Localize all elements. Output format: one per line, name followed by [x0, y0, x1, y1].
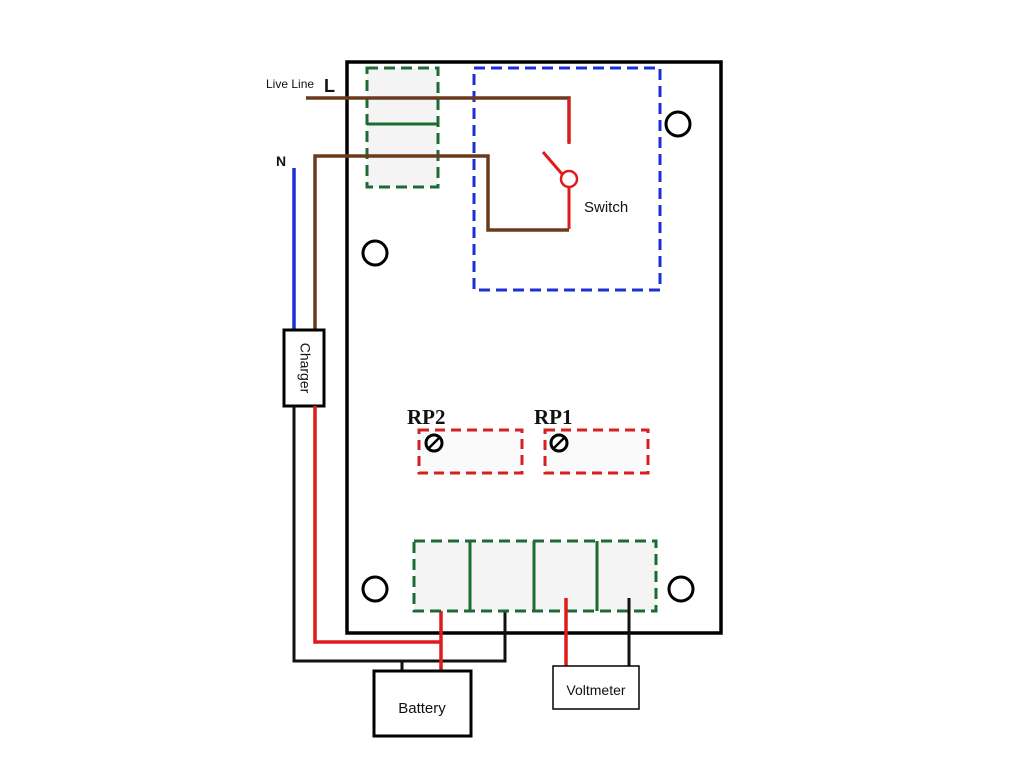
potentiometer-rp2 — [417, 428, 524, 475]
mounting-hole-left — [361, 239, 389, 267]
battery-box — [372, 669, 473, 738]
charger-positive-wire — [313, 406, 441, 644]
mounting-hole-top-right — [664, 110, 692, 138]
bottom-terminal-block — [412, 539, 658, 613]
switch-symbol — [541, 98, 579, 229]
charger-box — [282, 328, 326, 408]
voltmeter-box — [552, 665, 640, 710]
charger-negative-wire — [292, 406, 507, 663]
switch-region — [472, 66, 662, 292]
circuit-board — [345, 60, 723, 635]
potentiometer-rp1 — [543, 428, 650, 475]
mounting-hole-bottom-right — [667, 575, 695, 603]
live-line-label: Live Line — [266, 77, 314, 91]
mounting-hole-bottom-left — [361, 575, 389, 603]
charger-feed-wire — [313, 154, 569, 330]
voltmeter-label: Voltmeter — [566, 682, 625, 698]
rp1-label: RP1 — [534, 405, 573, 429]
switch-label: Switch — [584, 199, 628, 216]
battery-label: Battery — [398, 700, 446, 717]
rp2-label: RP2 — [407, 405, 446, 429]
top-terminal-block — [365, 66, 440, 189]
live-letter-label: L — [324, 76, 335, 96]
neutral-letter-label: N — [276, 153, 286, 169]
charger-label: Charger — [297, 343, 313, 394]
